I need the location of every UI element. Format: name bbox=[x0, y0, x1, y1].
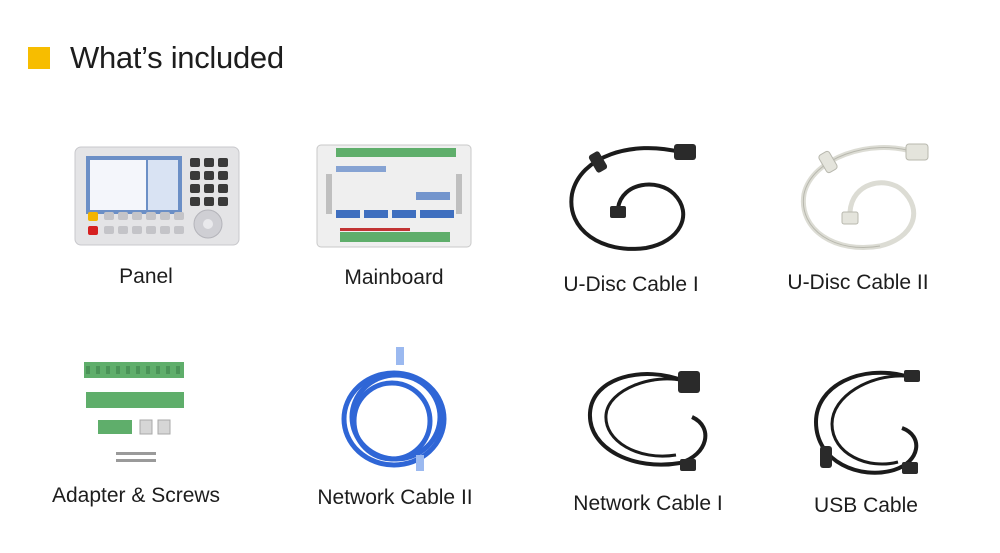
label-adapter-screws: Adapter & Screws bbox=[51, 484, 221, 507]
label-mainboard: Mainboard bbox=[344, 266, 444, 289]
network-cable-1-image bbox=[587, 371, 708, 471]
network-cable-2-image bbox=[341, 347, 447, 471]
label-udisc-cable-1: U-Disc Cable I bbox=[563, 273, 699, 296]
udisc-cable-1-image bbox=[569, 144, 696, 251]
label-udisc-cable-2: U-Disc Cable II bbox=[787, 271, 929, 294]
label-network-cable-2: Network Cable II bbox=[317, 486, 473, 509]
usb-cable-image bbox=[813, 370, 920, 475]
mainboard-image bbox=[316, 144, 472, 248]
yellow-square-bullet bbox=[28, 47, 50, 69]
section-title: What’s included bbox=[70, 40, 284, 75]
adapter-screws-image bbox=[84, 362, 184, 462]
section-header: What’s included bbox=[28, 38, 284, 78]
label-network-cable-1: Network Cable I bbox=[573, 492, 723, 515]
panel-image bbox=[74, 146, 240, 246]
label-usb-cable: USB Cable bbox=[814, 494, 918, 517]
label-panel: Panel bbox=[119, 265, 173, 288]
udisc-cable-2-image bbox=[800, 143, 929, 250]
